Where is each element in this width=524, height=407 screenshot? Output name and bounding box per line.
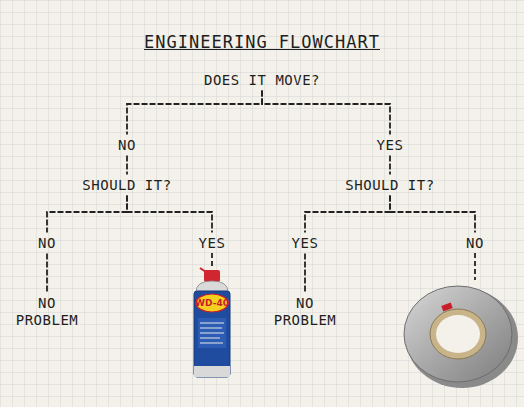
node-label: SHOULD IT?: [345, 177, 434, 194]
can-text-line: [200, 343, 223, 344]
branch-line: [304, 254, 306, 294]
node-label: NO PROBLEM: [6, 295, 88, 329]
node-label: YES: [199, 235, 226, 252]
node-label: NO: [118, 137, 136, 154]
answer-text: YES: [199, 235, 226, 252]
branch-line: [262, 91, 390, 135]
brand-label: WD-40: [195, 298, 229, 308]
can-base: [194, 366, 230, 377]
duct-tape-roll: [404, 286, 518, 388]
question-text: SHOULD IT?: [345, 177, 434, 194]
can-text-line: [200, 328, 222, 329]
node-label: YES: [377, 137, 404, 154]
tape-hole: [436, 315, 480, 353]
leader-line: [211, 253, 213, 268]
branch-line: [127, 91, 262, 135]
can-text-line: [200, 338, 220, 339]
branch-line: [47, 196, 127, 233]
answer-text: NO: [466, 235, 484, 252]
can-body: [194, 291, 230, 377]
outcome-text: NO PROBLEM: [264, 295, 346, 329]
question-text: SHOULD IT?: [82, 177, 171, 194]
branch-line: [390, 196, 475, 233]
branch-line: [389, 156, 391, 175]
branch-line: [305, 196, 390, 233]
node-label: NO: [38, 235, 56, 252]
leader-line: [474, 253, 476, 280]
tape-core: [430, 309, 486, 359]
lubricant-can: [194, 268, 230, 377]
node-label: NO: [466, 235, 484, 252]
can-text-panel: [198, 318, 226, 348]
can-text-line: [200, 323, 224, 324]
node-label: DOES IT MOVE?: [204, 72, 320, 89]
answer-text: NO: [38, 235, 56, 252]
question-text: DOES IT MOVE?: [204, 72, 320, 89]
answer-text: YES: [292, 235, 319, 252]
branch-line: [46, 254, 48, 294]
node-label: YES: [292, 235, 319, 252]
chart-title: ENGINEERING FLOWCHART: [144, 32, 380, 52]
node-label: SHOULD IT?: [82, 177, 171, 194]
connector-layer: [47, 91, 475, 294]
answer-text: NO: [118, 137, 136, 154]
can-shoulder: [196, 281, 228, 292]
outcome-text: NO PROBLEM: [6, 295, 88, 329]
answer-text: YES: [377, 137, 404, 154]
branch-line: [127, 196, 212, 233]
can-logo-badge: [196, 294, 228, 312]
tape-face: [404, 286, 512, 382]
branch-line: [126, 156, 128, 175]
can-text-line: [200, 333, 224, 334]
can-nozzle: [204, 270, 220, 282]
node-label: NO PROBLEM: [264, 295, 346, 329]
tape-core-mark: [441, 302, 452, 311]
